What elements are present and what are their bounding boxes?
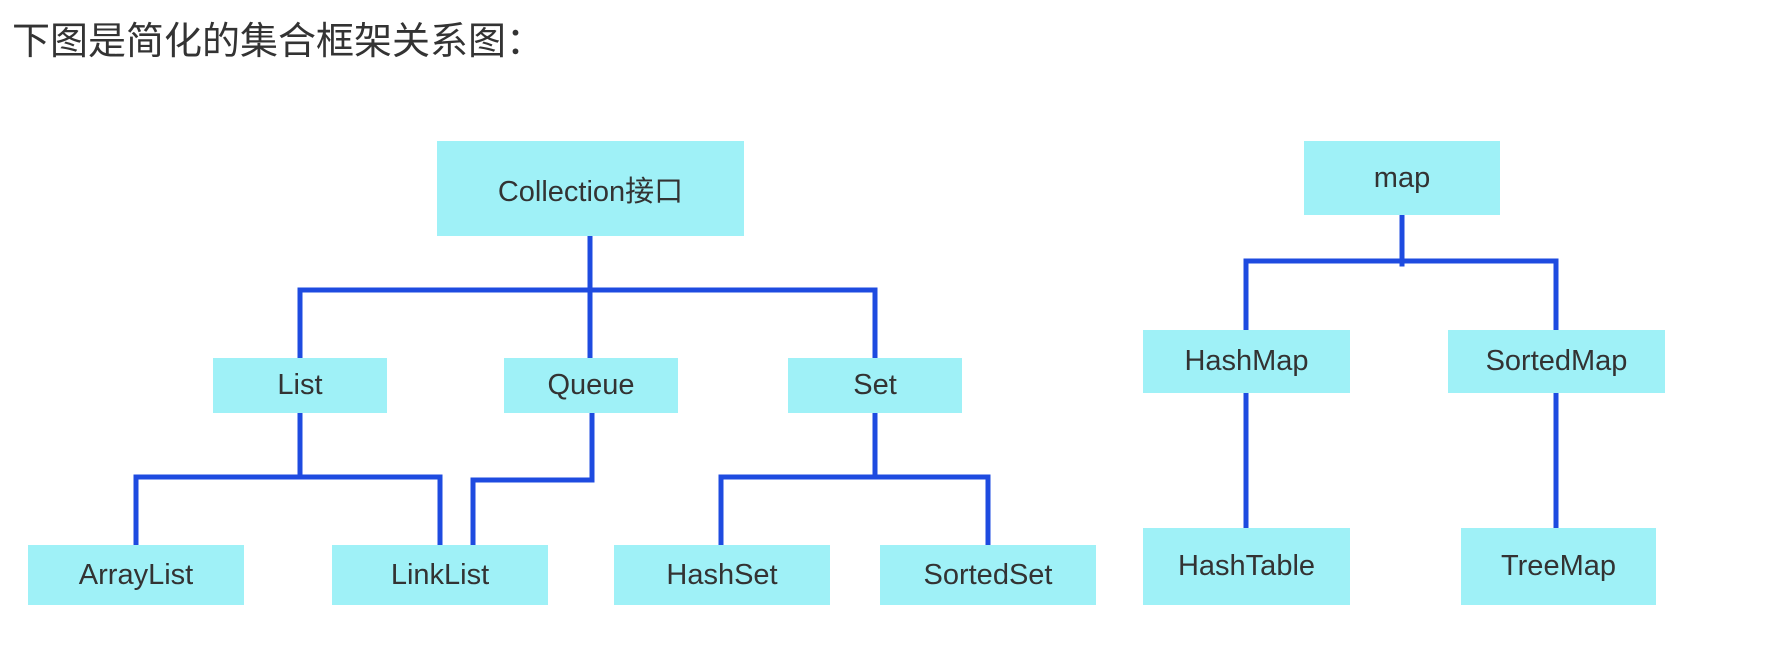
- node-set: Set: [788, 358, 962, 413]
- node-sortedset: SortedSet: [880, 545, 1096, 605]
- node-collection-interface: Collection接口: [437, 141, 744, 236]
- node-map: map: [1304, 141, 1500, 215]
- node-hashmap: HashMap: [1143, 330, 1350, 393]
- node-linklist: LinkList: [332, 545, 548, 605]
- node-hashset: HashSet: [614, 545, 830, 605]
- node-hashtable: HashTable: [1143, 528, 1350, 605]
- node-sortedmap: SortedMap: [1448, 330, 1665, 393]
- node-queue: Queue: [504, 358, 678, 413]
- node-list: List: [213, 358, 387, 413]
- node-treemap: TreeMap: [1461, 528, 1656, 605]
- node-arraylist: ArrayList: [28, 545, 244, 605]
- edge-queue-linklist: [470, 410, 595, 548]
- diagram-caption: 下图是简化的集合框架关系图：: [12, 19, 545, 63]
